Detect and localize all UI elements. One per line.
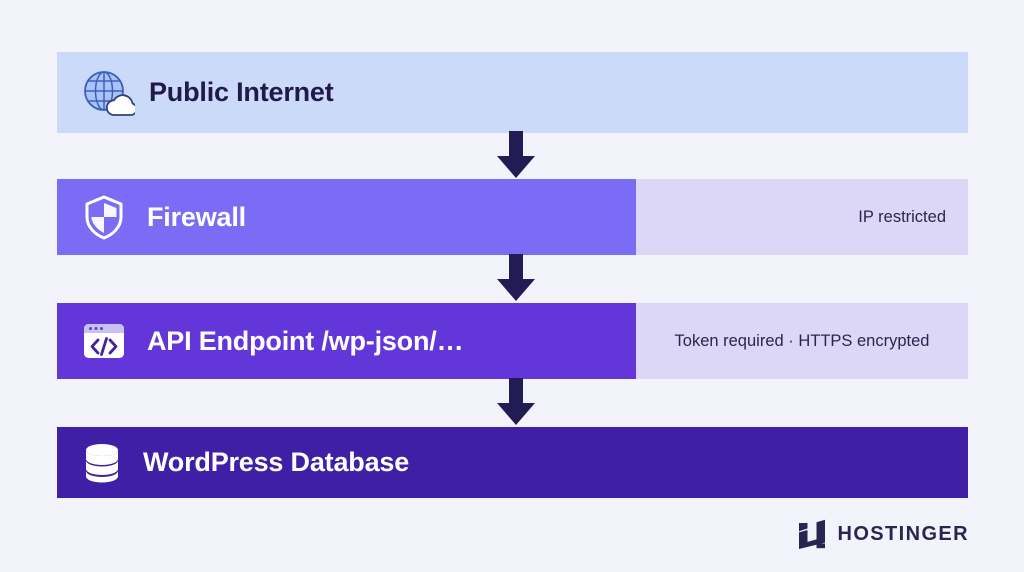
row-main-wordpress-database: WordPress Database (57, 427, 968, 498)
row-main-public-internet: Public Internet (57, 52, 968, 133)
diagram-row-public-internet: Public Internet (57, 52, 968, 133)
row-title-api-endpoint: API Endpoint /wp-json/… (147, 325, 464, 356)
shield-icon (85, 195, 123, 240)
hostinger-mark-icon (798, 519, 825, 549)
code-window-icon (84, 324, 124, 358)
hostinger-logo: HOSTINGER (797, 519, 970, 549)
arrow-firewall-to-api-icon (497, 254, 535, 301)
row-main-api-endpoint: API Endpoint /wp-json/… (57, 303, 636, 379)
diagram-row-wordpress-database: WordPress Database (57, 427, 968, 498)
diagram-row-firewall: Firewall IP restricted (57, 179, 968, 255)
row-caption-api-endpoint: Token required · HTTPS encrypted (674, 331, 930, 350)
arrow-internet-to-firewall-icon (497, 131, 535, 178)
globe-cloud-icon (84, 70, 135, 116)
row-side-api-endpoint: Token required · HTTPS encrypted (636, 303, 968, 379)
row-side-firewall: IP restricted (636, 179, 968, 255)
row-title-firewall: Firewall (147, 201, 246, 232)
row-title-wordpress-database: WordPress Database (143, 447, 410, 477)
row-main-firewall: Firewall (57, 179, 636, 255)
database-icon (86, 443, 118, 482)
row-caption-firewall: IP restricted (858, 207, 946, 226)
diagram-row-api-endpoint: API Endpoint /wp-json/… Token required ·… (57, 303, 968, 379)
row-title-public-internet: Public Internet (149, 77, 334, 107)
arrow-api-to-database-icon (497, 378, 535, 425)
hostinger-wordmark: HOSTINGER (837, 522, 969, 545)
